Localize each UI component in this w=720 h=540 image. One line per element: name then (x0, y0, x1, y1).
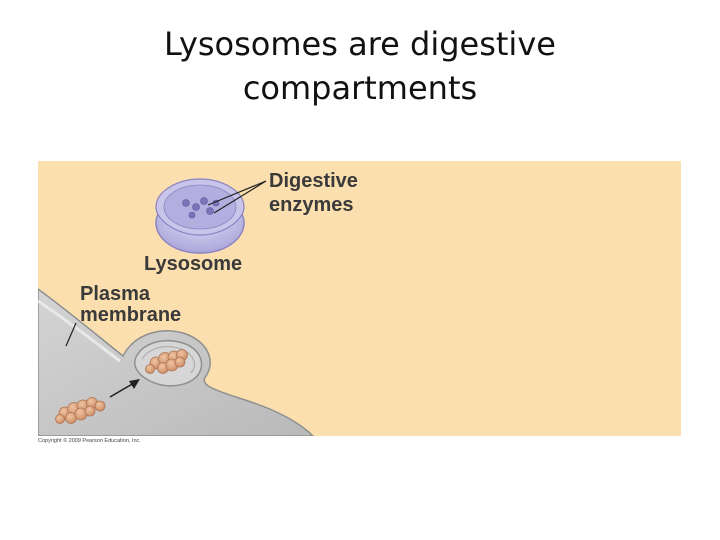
food-particle-icon (145, 349, 188, 374)
copyright-notice: Copyright © 2009 Pearson Education, Inc. (38, 438, 141, 444)
plasma-membrane-leader (65, 322, 77, 347)
plasma-membrane-label-line-2: membrane (80, 304, 181, 326)
digestive-enzymes-label-line-1: Digestive (269, 170, 358, 192)
slide-title: Lysosomes are digestive compartments (0, 22, 720, 110)
plasma-membrane-label-line-1: Plasma (80, 283, 151, 305)
enzymes-leader-2 (213, 180, 267, 214)
slide-title-line-1: Lysosomes are digestive (164, 25, 556, 63)
enzyme-dot-icon (182, 197, 220, 219)
digestive-enzymes-label-line-2: enzymes (269, 194, 354, 216)
lysosome-vesicle-icon (155, 178, 245, 254)
lysosome-figure: Digestive enzymes Lysosome Plasma membra… (38, 161, 681, 436)
arrow-icon (109, 379, 140, 398)
lysosome-diagram: Digestive enzymes Lysosome Plasma membra… (38, 161, 681, 436)
membrane-highlight (38, 299, 121, 363)
food-particle-icon (55, 397, 106, 424)
slide-title-line-2: compartments (242, 69, 478, 107)
lysosome-label: Lysosome (144, 253, 242, 275)
enzymes-leader-1 (207, 180, 267, 206)
